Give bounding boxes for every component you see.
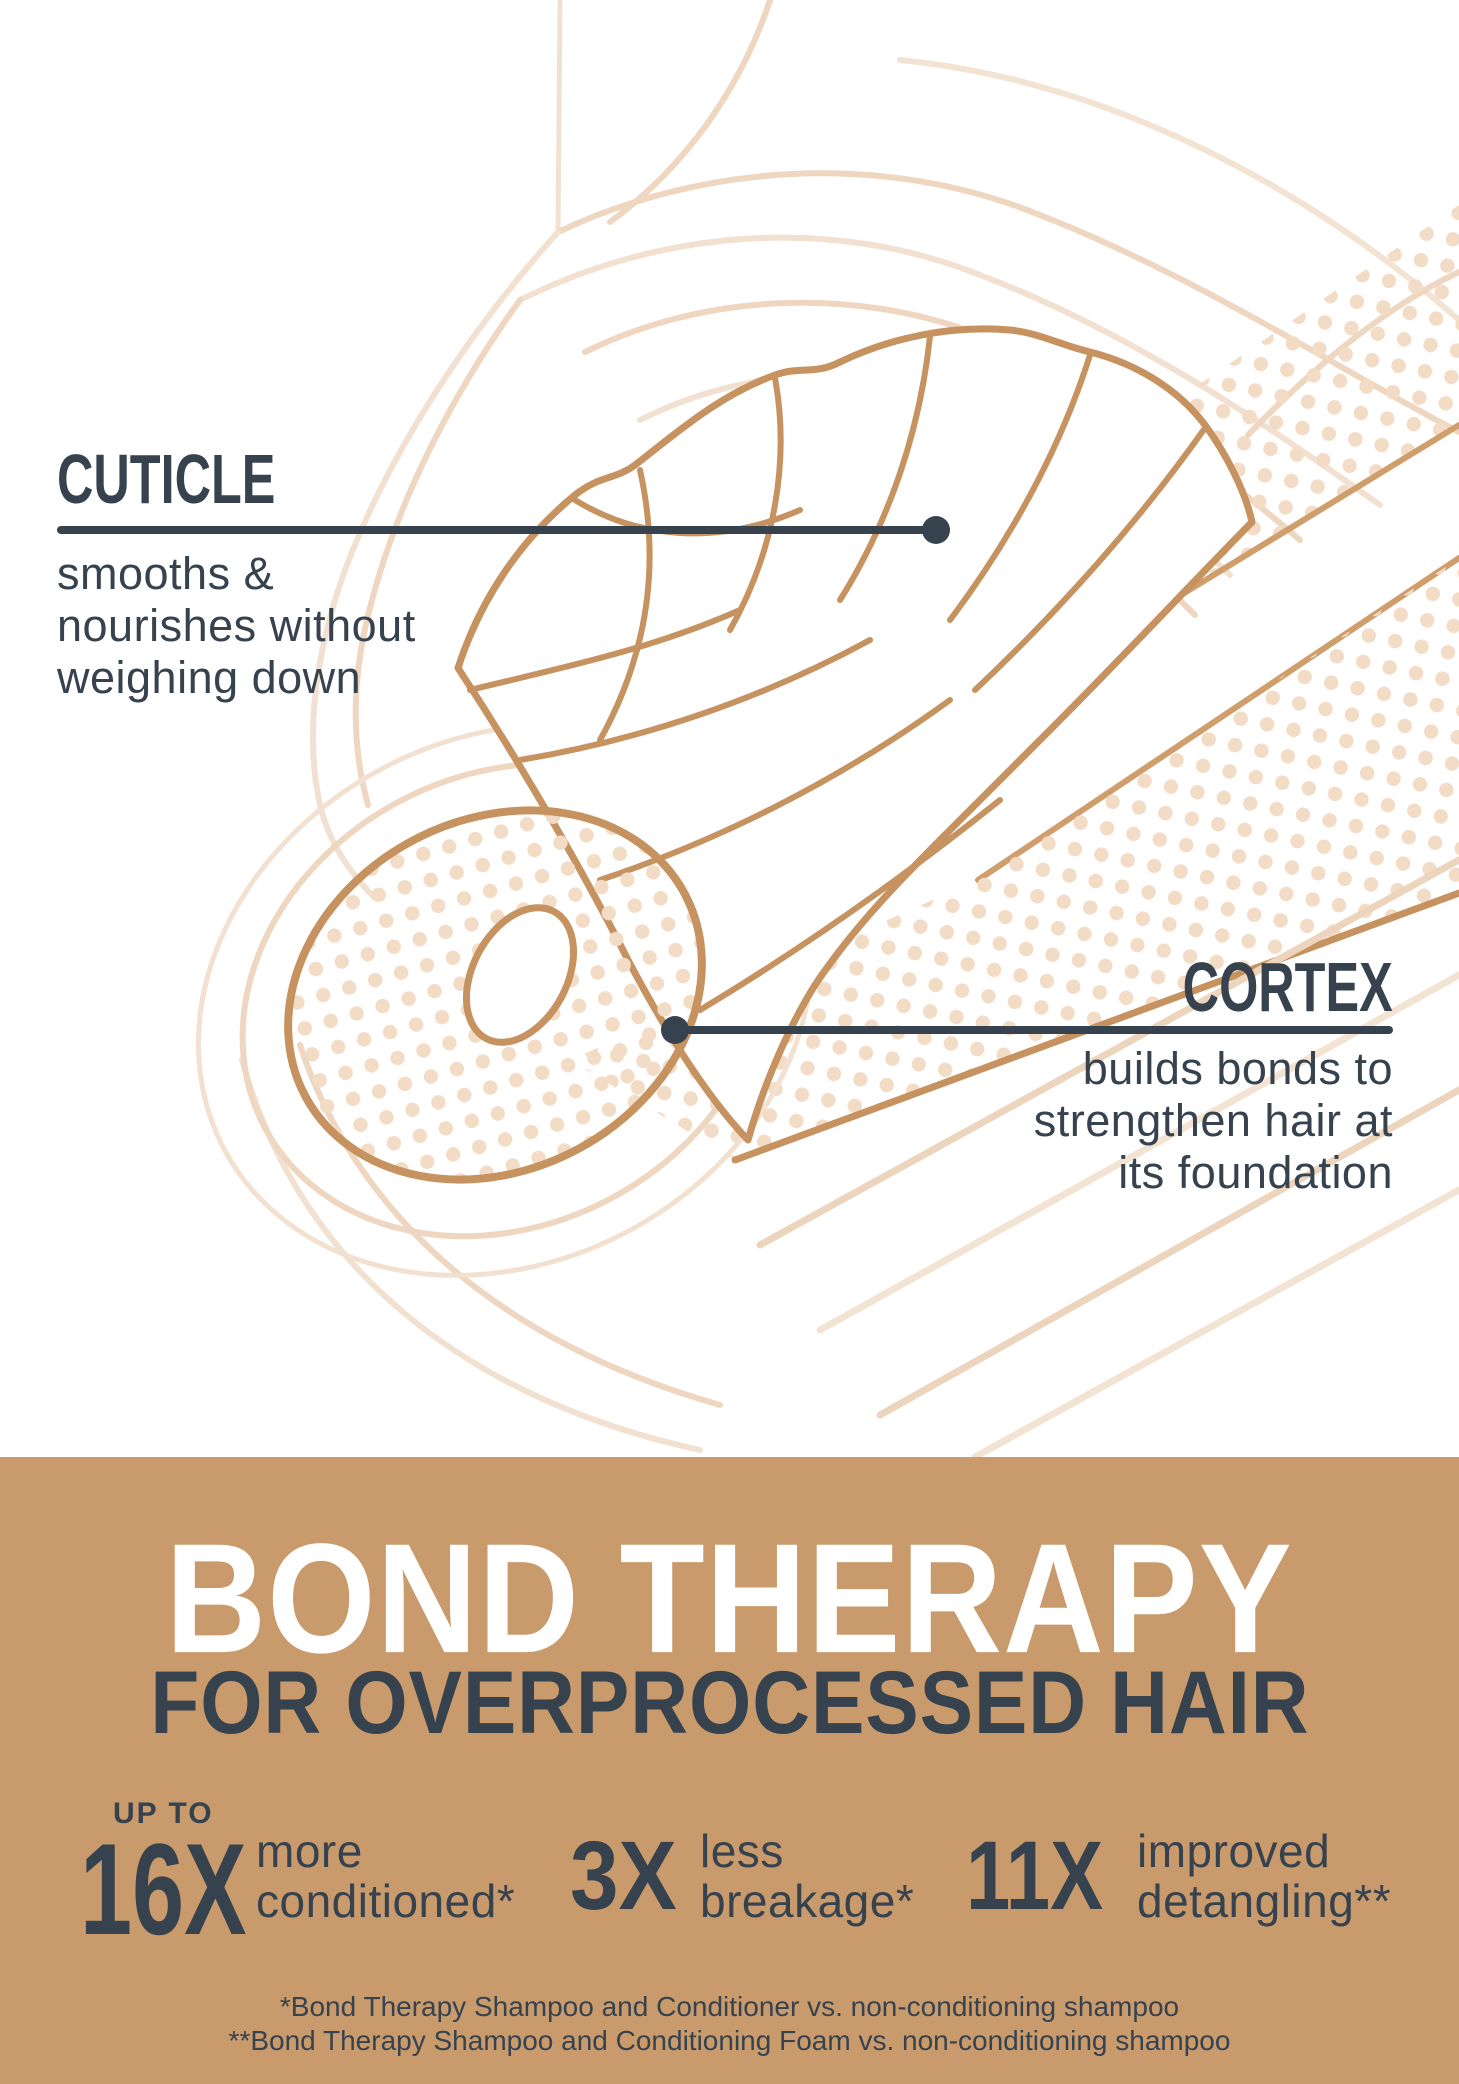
cortex-title: CORTEX [1182,948,1393,1026]
cuticle-description-line: nourishes without [57,600,416,651]
cortex-description: builds bonds to strengthen hair at its f… [1034,1043,1393,1199]
cuticle-callout-line [57,526,938,534]
banner: BOND THERAPY FOR OVERPROCESSED HAIR UP T… [0,1457,1459,2084]
stat-label-breakage: less breakage* [700,1826,914,1926]
stat-label-line: detangling** [1137,1875,1392,1927]
footnote-line: **Bond Therapy Shampoo and Conditioning … [228,2025,1231,2056]
cuticle-description-line: weighing down [57,652,362,703]
cortex-description-line: its foundation [1118,1147,1393,1198]
hair-strand-illustration [195,0,1459,1457]
stat-label-line: conditioned* [256,1875,516,1927]
medulla [462,904,578,1046]
footnote-line: *Bond Therapy Shampoo and Conditioner vs… [279,1991,1180,2022]
stat-label-line: breakage* [700,1875,915,1927]
stat-label-line: less [700,1825,784,1877]
strand-end-cross-section [284,806,706,1184]
cuticle-callout-dot [922,516,950,544]
cuticle-description-line: smooths & [57,548,275,599]
cortex-callout-dot [661,1016,689,1044]
stat-label-line: improved [1137,1825,1331,1877]
cuticle-description: smooths & nourishes without weighing dow… [57,548,416,704]
stat-value-conditioned: 16X [80,1816,247,1962]
stat-value-detangling: 11X [966,1821,1104,1930]
stat-label-line: more [256,1825,363,1877]
banner-title: BOND THERAPY [165,1510,1294,1686]
stat-label-detangling: improved detangling** [1137,1826,1391,1926]
stat-label-conditioned: more conditioned* [256,1826,515,1926]
cuticle-title: CUTICLE [57,440,276,518]
stat-up-to-prefix: UP TO [113,1797,214,1830]
cortex-callout-line [675,1026,1393,1034]
footnotes: *Bond Therapy Shampoo and Conditioner vs… [0,1990,1459,2058]
banner-subtitle: FOR OVERPROCESSED HAIR [149,1652,1310,1752]
stat-value-breakage: 3X [570,1821,677,1930]
cortex-description-line: builds bonds to [1082,1043,1393,1094]
cortex-description-line: strengthen hair at [1033,1095,1393,1146]
